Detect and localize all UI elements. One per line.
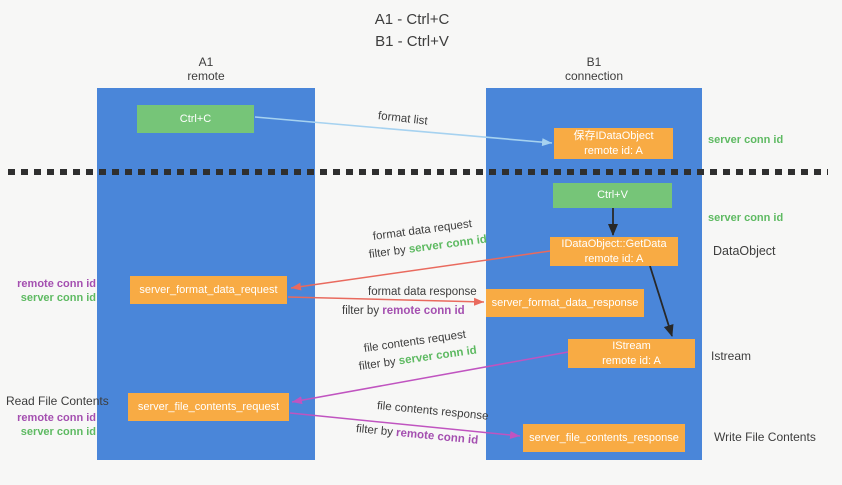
server-conn-id-side-label: server conn id [708, 212, 784, 224]
save-idataobject-node: 保存IDataObject remote id: A [554, 128, 673, 159]
lifeline-a1-role: remote [187, 69, 225, 84]
diagram-title: A1 - Ctrl+C B1 - Ctrl+V [0, 9, 824, 53]
server-format-data-request-node: server_format_data_request [130, 276, 287, 304]
filter-by-text: filter by [342, 305, 383, 317]
server-file-contents-request-node: server_file_contents_request [128, 393, 289, 421]
server-file-contents-request-label: server_file_contents_request [137, 400, 280, 413]
lifeline-a1-name: A1 [198, 55, 214, 69]
ctrl-c-label: Ctrl+C [179, 112, 212, 125]
istream-line2: remote id: A [602, 354, 661, 367]
filter-by-text: filter by [358, 355, 400, 373]
server-format-data-response-node: server_format_data_response [486, 289, 644, 317]
filter-by-text: filter by [368, 243, 410, 261]
title-line-1: A1 - Ctrl+C [374, 11, 450, 28]
read-file-contents-label: Read File Contents [6, 394, 109, 408]
remote-conn-id-text: remote conn id [382, 305, 465, 317]
dataobject-side-label: DataObject [713, 244, 776, 258]
server-file-contents-response-label: server_file_contents_response [529, 431, 679, 444]
conn-id-pair-file: remote conn id server conn id [0, 411, 96, 439]
idataobject-getdata-node: IDataObject::GetData remote id: A [550, 237, 678, 266]
ctrl-v-label: Ctrl+V [597, 189, 628, 202]
lifeline-header-a1: A1 remote [97, 55, 315, 84]
remote-conn-id-side-label: remote conn id [17, 278, 96, 290]
istream-side-label: Istream [711, 349, 752, 363]
getdata-line2: remote id: A [584, 252, 644, 265]
ctrl-v-node: Ctrl+V [553, 183, 672, 208]
server-conn-id-side-label: server conn id [708, 134, 784, 146]
file-contents-response-label: file contents response [376, 400, 489, 423]
lifeline-b1-name: B1 [586, 55, 602, 69]
save-idataobject-line2: remote id: A [584, 144, 643, 157]
getdata-line1: IDataObject::GetData [561, 238, 667, 251]
write-file-contents-label: Write File Contents [714, 430, 816, 444]
lifeline-header-b1: B1 connection [486, 55, 702, 84]
filter-by-text: filter by [355, 423, 397, 439]
server-format-data-response-label: server_format_data_response [491, 296, 639, 309]
ctrl-c-node: Ctrl+C [137, 105, 254, 133]
format-list-label: format list [377, 110, 429, 128]
server-format-data-request-label: server_format_data_request [139, 283, 278, 296]
format-data-response-label: format data response [368, 286, 477, 298]
server-conn-id-side-label: server conn id [20, 426, 96, 438]
istream-node: IStream remote id: A [568, 339, 695, 368]
conn-id-pair-format: remote conn id server conn id [0, 277, 96, 305]
filter-by-remote-conn-id-label: filter by remote conn id [342, 305, 465, 317]
remote-conn-id-side-label: remote conn id [17, 412, 96, 424]
title-line-2: B1 - Ctrl+V [375, 32, 449, 50]
remote-conn-id-text: remote conn id [395, 426, 479, 447]
machine-boundary-dotted-line [8, 169, 828, 175]
istream-line1: IStream [612, 340, 651, 353]
save-idataobject-line1: 保存IDataObject [573, 130, 654, 143]
lifeline-b1-role: connection [564, 69, 624, 84]
server-file-contents-response-node: server_file_contents_response [523, 424, 685, 452]
filter-by-remote-conn-id-label: filter by remote conn id [355, 423, 478, 447]
server-conn-id-side-label: server conn id [20, 292, 96, 304]
